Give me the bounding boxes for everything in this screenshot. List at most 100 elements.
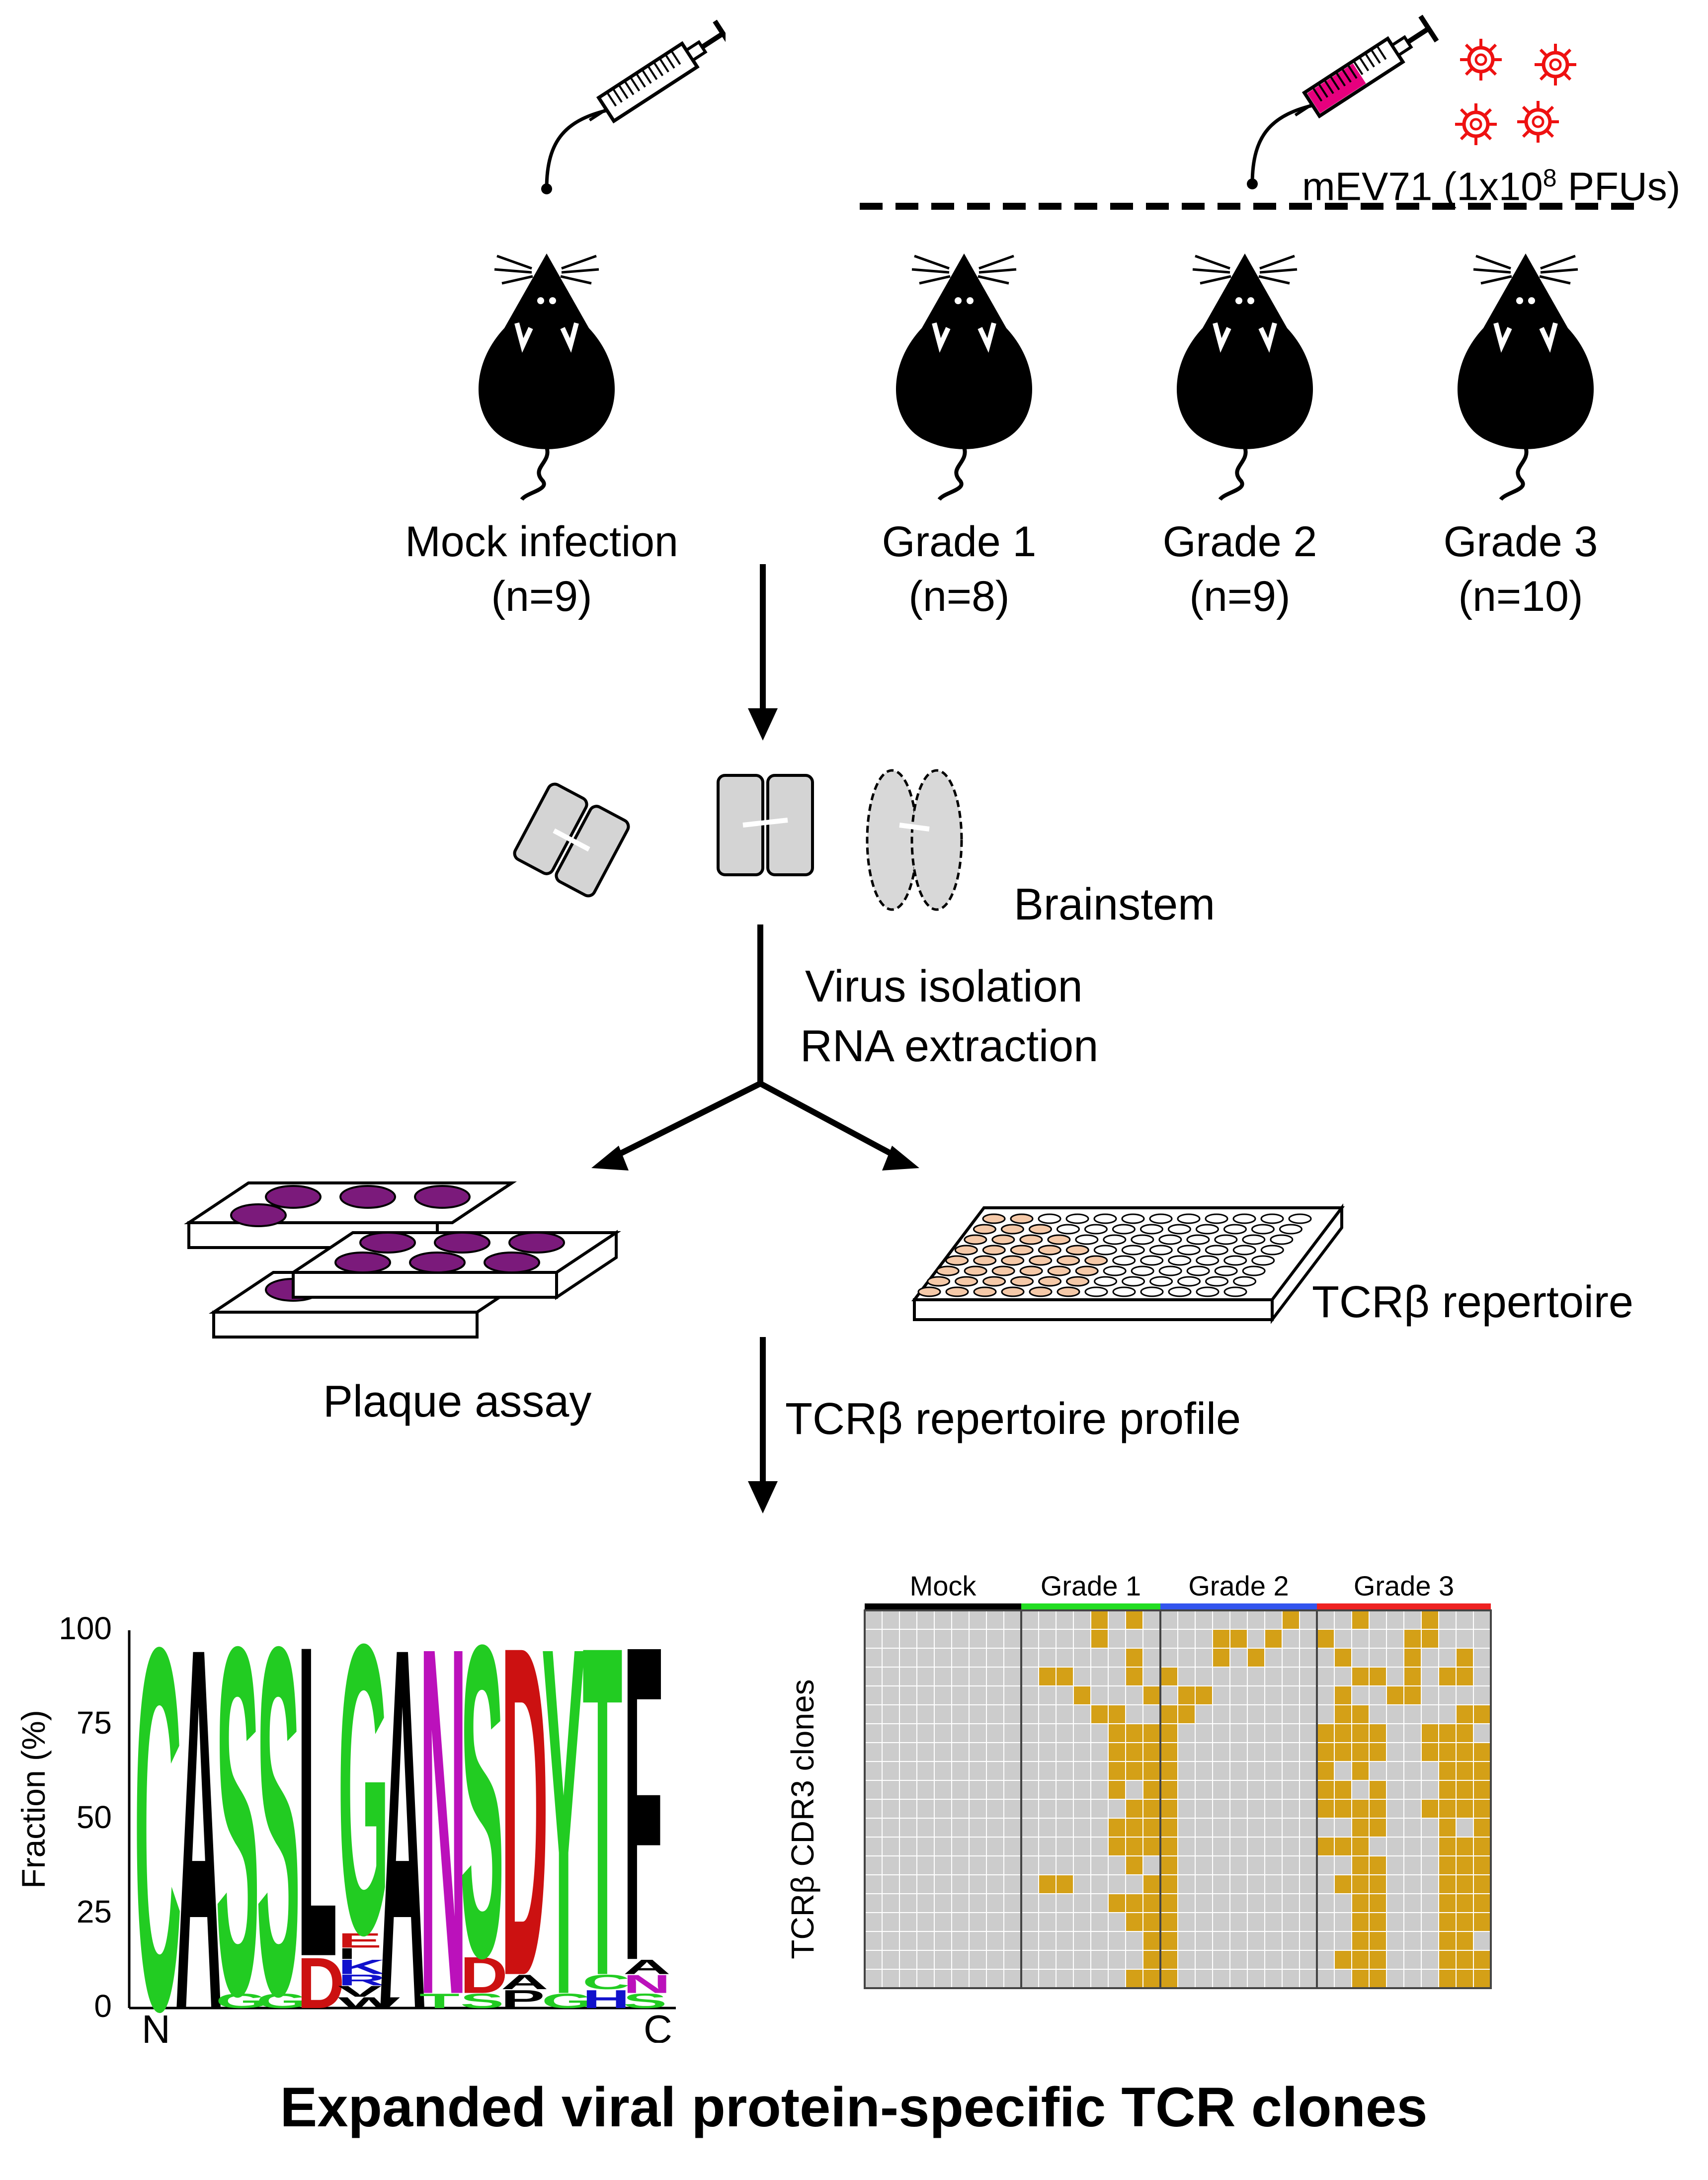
heatmap-cell [1038,1667,1057,1686]
heatmap-cell [1090,1837,1109,1856]
logo-letter-e: E [338,1929,382,1952]
heatmap-cell [1125,1893,1143,1913]
heatmap-cell [1108,1969,1126,1989]
brainstem-label: Brainstem [1014,880,1216,929]
heatmap-cell [1282,1704,1300,1724]
well [955,1276,978,1287]
heatmap-cell [864,1874,883,1894]
well [1131,1265,1154,1276]
heatmap-cell [1264,1685,1283,1705]
heatmap-cell [969,1874,987,1894]
heatmap-cell [1090,1893,1109,1913]
heatmap-cell [899,1969,917,1989]
heatmap-cell [1316,1837,1335,1856]
heatmap-cell [1073,1969,1091,1989]
heatmap-cell [1316,1780,1335,1800]
heatmap-cell [1438,1780,1457,1800]
heatmap-cell [986,1950,1004,1970]
well [1214,1265,1238,1276]
heatmap-cell [1334,1969,1352,1989]
heatmap-cell [1160,1742,1178,1762]
heatmap-cell [1090,1629,1109,1649]
well [1028,1224,1052,1235]
heatmap-cell [1334,1704,1352,1724]
heatmap-cell [864,1950,883,1970]
heatmap-border [864,1609,1492,1989]
heatmap-cell [1473,1780,1491,1800]
heatmap-cell [969,1723,987,1743]
well [1121,1245,1145,1256]
logo-letter-l: L [297,1605,337,2043]
heatmap-cell [1351,1648,1370,1668]
heatmap-cell [1264,1780,1283,1800]
heatmap-cell [1108,1723,1126,1743]
heatmap-cell [1316,1667,1335,1686]
heatmap-cell [864,1912,883,1932]
well [1093,1213,1117,1224]
dashed-divider [860,203,1635,210]
well [1158,1265,1182,1276]
heatmap-cell [899,1799,917,1819]
heatmap-cell [1142,1969,1161,1989]
heatmap-cell [1108,1667,1126,1686]
heatmap-cell [1125,1610,1143,1630]
well [1167,1224,1191,1235]
heatmap-cell [1229,1799,1248,1819]
heatmap-cell [951,1667,970,1686]
heatmap-cell [1038,1893,1057,1913]
heatmap-cell [1351,1742,1370,1762]
heatmap-cell [1438,1969,1457,1989]
heatmap-cell [1142,1742,1161,1762]
heatmap-cell [1056,1761,1074,1781]
logo-letter-c: C [134,1605,182,2043]
heatmap-cell [1003,1837,1022,1856]
heatmap-cell [1160,1912,1178,1932]
heatmap-cell [1473,1818,1491,1838]
heatmap-cell [1403,1704,1422,1724]
heatmap-cell [1334,1855,1352,1875]
heatmap-cell [1334,1780,1352,1800]
heatmap-cell [882,1704,900,1724]
heatmap-cell [882,1818,900,1838]
heatmap-cell [1212,1685,1230,1705]
well [1065,1213,1089,1224]
heatmap-cell [916,1723,935,1743]
heatmap-cell [951,1761,970,1781]
heatmap-cell [1386,1723,1404,1743]
heatmap-cell [1229,1629,1248,1649]
heatmap-cell [899,1837,917,1856]
heatmap-cell [1038,1648,1057,1668]
heatmap-cell [1056,1799,1074,1819]
heatmap-cell [1438,1723,1457,1743]
heatmap-cell [934,1648,952,1668]
heatmap-cell [1386,1648,1404,1668]
heatmap-cell [1299,1742,1317,1762]
heatmap-cell [1316,1761,1335,1781]
well [1112,1255,1136,1266]
ytick-75: 75 [77,1705,112,1741]
heatmap-cell [1473,1610,1491,1630]
heatmap-cell [951,1818,970,1838]
heatmap-cell [934,1969,952,1989]
heatmap-cell [1316,1855,1335,1875]
heatmap-cell [1456,1629,1474,1649]
heatmap-cell [1299,1723,1317,1743]
heatmap-cell [1351,1761,1370,1781]
heatmap-cell [1299,1969,1317,1989]
heatmap-cell [1334,1799,1352,1819]
heatmap-cell [1438,1912,1457,1932]
heatmap-cell [969,1780,987,1800]
logo-letter-g: G [542,1989,593,2012]
heatmap-cell [1160,1761,1178,1781]
well [1019,1234,1043,1245]
heatmap-group-label: Grade 2 [1188,1570,1289,1601]
heatmap-cell [1177,1912,1196,1932]
heatmap-cell [1386,1837,1404,1856]
well [973,1255,997,1266]
heatmap-cell [1056,1931,1074,1951]
well [945,1255,969,1266]
well [1131,1234,1154,1245]
heatmap-cell [986,1874,1004,1894]
